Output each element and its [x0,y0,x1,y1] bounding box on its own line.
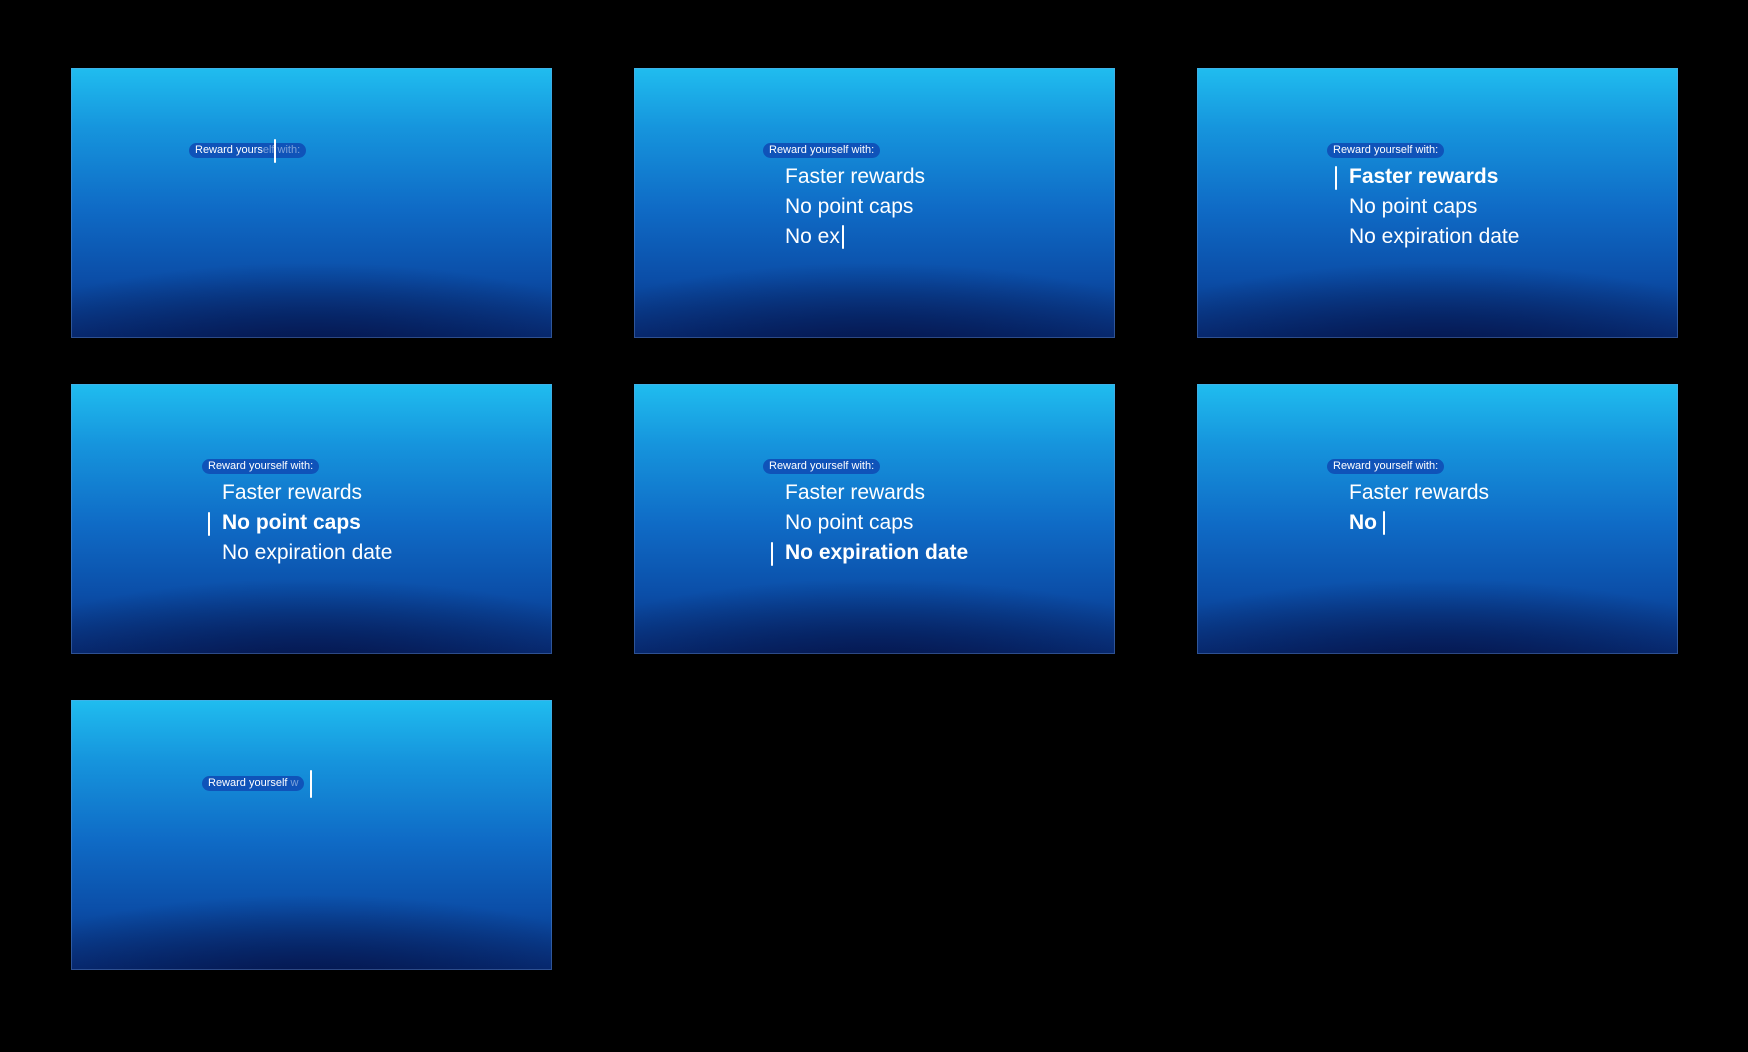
list-item: Faster rewards [785,481,926,504]
storyboard-frame-5: Reward yourself with: Faster rewards No … [634,384,1115,654]
list-item-highlighted: No point caps [208,508,392,538]
storyboard-frame-7: Reward yourself w [71,700,552,970]
reward-list: Faster rewards No point caps No expirati… [208,478,393,568]
storyboard-frame-2: Reward yourself with: Faster rewards No … [634,68,1115,338]
typing-text: No [1349,511,1377,534]
list-item-text: Faster rewards [1349,165,1499,188]
storyboard-frame-4: Reward yourself with: Faster rewards No … [71,384,552,654]
list-item-text: No expiration date [785,541,969,564]
label-typed-text: Reward yourself [208,777,288,789]
storyboard-frame-3: Reward yourself with: Faster rewards No … [1197,68,1678,338]
list-item: No expiration date [1349,225,1520,248]
label-fading-text: w [287,777,299,789]
list-item: Faster rewards [1349,481,1490,504]
reward-label-pill: Reward yourself with: [763,459,881,474]
typing-text: No ex [785,225,840,248]
text-cursor [1383,511,1385,536]
list-item-text: No point caps [222,511,361,534]
reward-label-pill: Reward yourself w [202,776,305,791]
reward-list: Faster rewards No point caps No expirati… [771,478,969,568]
text-cursor [274,139,276,163]
reward-list: Faster rewards No point caps No ex [785,162,925,252]
label-typed-text: Reward yours [195,144,263,156]
reward-label-pill: Reward yourself with: [1327,459,1445,474]
reward-list: Faster rewards No [1349,478,1489,538]
list-item: No expiration date [222,541,393,564]
list-item: No point caps [785,511,914,534]
reward-label-pill: Reward yourself with: [189,143,307,158]
storyboard-frame-6: Reward yourself with: Faster rewards No [1197,384,1678,654]
text-cursor [841,225,844,250]
list-item: Faster rewards [785,165,926,188]
label-fading-text: elf with: [262,144,301,156]
reward-list: Faster rewards No point caps No expirati… [1335,162,1520,252]
list-item-typing: No [1349,508,1489,538]
highlight-bar [208,512,210,536]
list-item: No point caps [785,195,914,218]
text-cursor [310,770,312,798]
list-item: No point caps [1349,195,1478,218]
reward-label-pill: Reward yourself with: [763,143,881,158]
list-item: No ex [785,222,925,252]
storyboard-frame-1: Reward yourself with: [71,68,552,338]
reward-label-pill: Reward yourself with: [1327,143,1445,158]
reward-label-pill: Reward yourself with: [202,459,320,474]
highlight-bar [771,542,773,566]
list-item-highlighted: Faster rewards [1335,162,1519,192]
list-item: Faster rewards [222,481,363,504]
highlight-bar [1335,166,1337,190]
list-item-highlighted: No expiration date [771,538,969,568]
